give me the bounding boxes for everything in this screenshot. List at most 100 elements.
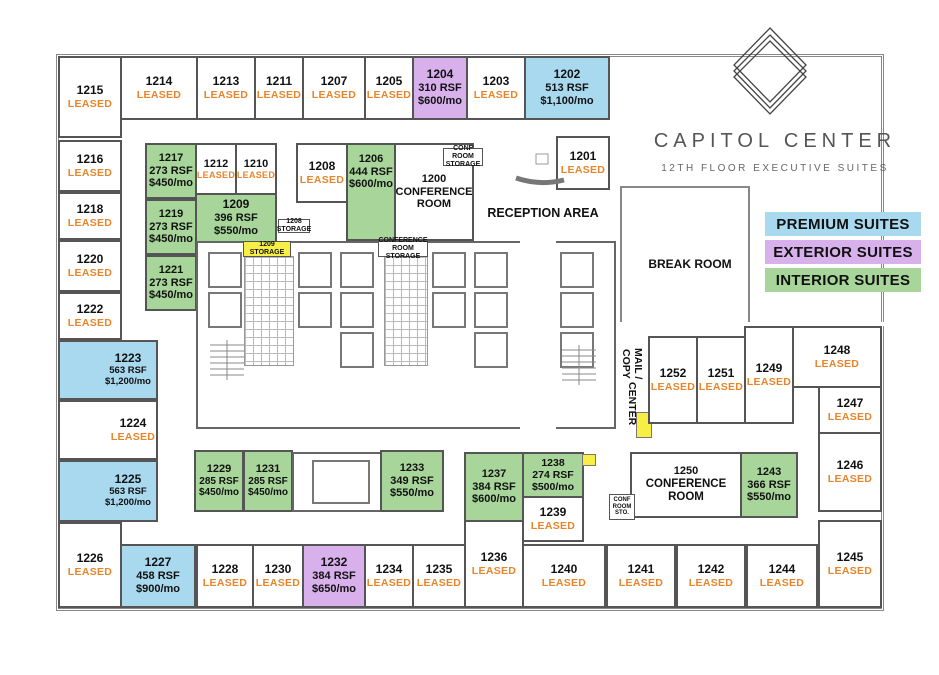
leased-status: LEASED [67,216,113,229]
suite-number: 1235 [425,562,453,577]
suite-price: $550/mo [389,487,435,500]
stairs-icon [210,340,244,380]
suite-number: 1226 [76,551,104,566]
storage-label: STORAGE [276,226,312,233]
suite-rsf: 273 RSF [149,164,193,177]
suite-number: 1239 [539,505,567,520]
elevator-shaft [340,252,374,288]
suite-number: 1232 [320,555,348,570]
nested-diamonds-logo [733,27,807,115]
suite-number: 1247 [836,396,864,411]
label: CONF [613,496,631,503]
suite-price: $650/mo [311,582,357,595]
leased-status: LEASED [236,170,276,181]
suite-price: $450/mo [198,487,240,499]
suite-number: 1248 [823,343,851,358]
leased-status: LEASED [299,173,345,186]
legend-interior: INTERIOR SUITES [765,268,921,292]
label: CENTER [626,381,638,425]
suite-price: $450/mo [247,487,289,499]
suite-rsf: 384 RSF [472,480,516,493]
leased-status: LEASED [67,316,113,329]
suite-number: 1246 [836,458,864,473]
leased-status: LEASED [110,430,156,443]
break-room-wing [620,186,750,326]
suite-number: 1242 [697,562,725,577]
suite-rsf: 513 RSF [545,82,589,95]
suite-price: $550/mo [213,224,259,237]
elevator-shaft [474,292,508,328]
suite-rsf: 349 RSF [390,474,434,487]
suite-number: 1209 [222,197,250,212]
suite-number: 1240 [550,562,578,577]
suite-number: 1251 [707,366,735,381]
label: CONFERENCE [378,236,428,244]
suite-number: 1207 [320,74,348,89]
suite-price: $600/mo [348,178,394,191]
suite-number: 1222 [76,302,104,317]
leased-status: LEASED [827,472,873,485]
suite-number: 1208 [308,159,336,174]
wing-gap [612,322,884,326]
leased-status: LEASED [416,576,462,589]
suite-rsf: 285 RSF [248,475,288,487]
